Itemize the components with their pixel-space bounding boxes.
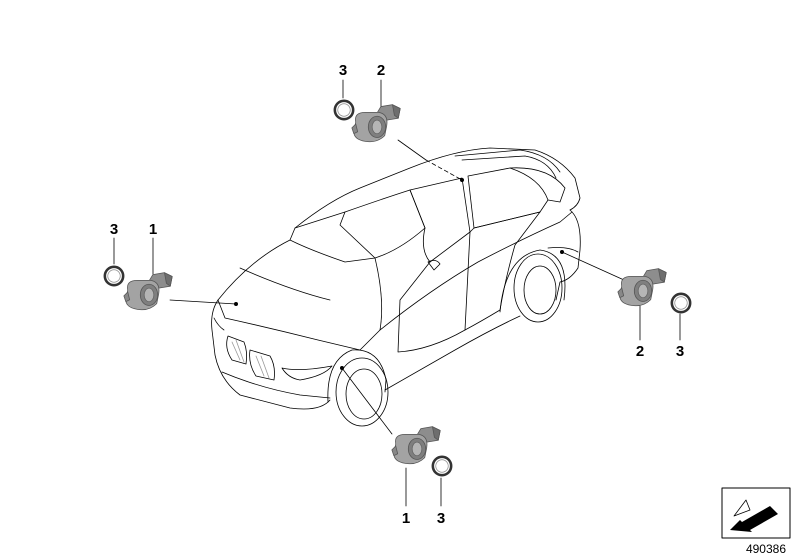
beltline bbox=[379, 211, 573, 331]
leader-bottom-dot bbox=[339, 365, 344, 370]
ring-bottom bbox=[431, 455, 453, 477]
leader-left-dot bbox=[233, 301, 238, 306]
folded-corner-arrow-icon bbox=[721, 487, 791, 539]
sensor-right bbox=[617, 268, 667, 307]
callout-bottom-ring: 3 bbox=[437, 510, 445, 527]
leader-right-dot bbox=[560, 249, 565, 254]
leader-lines bbox=[113, 79, 681, 507]
badge-frame bbox=[721, 487, 791, 539]
callout-left-ring: 3 bbox=[110, 221, 118, 238]
parts bbox=[103, 99, 692, 477]
leader-bottom bbox=[341, 367, 393, 435]
callout-top-ring: 3 bbox=[339, 62, 347, 79]
side-mirror bbox=[427, 260, 441, 271]
grille-right-inner bbox=[255, 355, 270, 379]
sensor-top bbox=[351, 104, 401, 143]
leader-top-dot bbox=[459, 177, 464, 182]
badge-arrow bbox=[730, 506, 778, 532]
rear-bumper bbox=[547, 247, 579, 253]
rear-door bbox=[464, 211, 541, 331]
windshield bbox=[289, 189, 426, 263]
ring-left bbox=[103, 265, 125, 287]
hood-crease bbox=[239, 267, 331, 301]
callout-right-ring: 3 bbox=[676, 343, 684, 360]
roof-rail bbox=[454, 149, 561, 173]
callout-bottom-sensor: 1 bbox=[402, 510, 410, 527]
grille-left bbox=[226, 335, 248, 365]
callout-right-sensor: 2 bbox=[636, 343, 644, 360]
roof-rail-inner bbox=[461, 155, 557, 179]
grille-left-inner bbox=[231, 339, 245, 363]
front-wheel-rim bbox=[345, 368, 383, 420]
ring-right bbox=[670, 292, 692, 314]
front-fascia bbox=[211, 299, 331, 410]
callout-top-sensor: 2 bbox=[377, 62, 385, 79]
sensor-left bbox=[123, 272, 173, 311]
leader-top-dashed bbox=[425, 159, 463, 181]
grille-right bbox=[249, 349, 275, 381]
rear-wheel bbox=[513, 253, 563, 323]
ring-top bbox=[333, 99, 355, 121]
front-door bbox=[397, 231, 471, 353]
leader-left bbox=[169, 299, 237, 305]
front-wheel-arch bbox=[327, 349, 387, 403]
c-pillar bbox=[509, 167, 566, 203]
leader-right bbox=[561, 251, 625, 281]
leader-top bbox=[397, 139, 427, 161]
headlight bbox=[281, 365, 333, 381]
windshield-top bbox=[339, 211, 376, 259]
vehicle-outline bbox=[211, 147, 581, 427]
badge-arrow-outline bbox=[733, 499, 751, 517]
rear-quarter bbox=[555, 209, 581, 301]
left-headlight bbox=[213, 317, 225, 331]
side-window-rear bbox=[467, 167, 549, 229]
rear-wheel-rim bbox=[523, 265, 557, 315]
callout-labels: 3 2 3 1 2 3 1 3 bbox=[110, 62, 684, 527]
front-lower bbox=[221, 371, 331, 399]
sensor-bottom bbox=[391, 426, 441, 465]
diagram-number: 490386 bbox=[745, 542, 786, 556]
callout-left-sensor: 1 bbox=[149, 221, 157, 238]
side-window-front bbox=[409, 177, 471, 263]
hood bbox=[217, 239, 383, 351]
rear-wheel-arch bbox=[499, 249, 566, 313]
roof-line bbox=[294, 147, 581, 229]
front-wheel bbox=[335, 357, 389, 427]
rocker bbox=[384, 315, 521, 391]
